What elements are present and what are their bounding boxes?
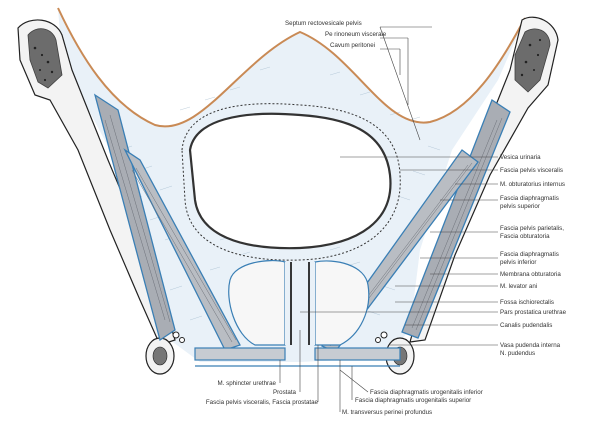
label-cavum-peritonei: Cavum peritonei (330, 42, 375, 49)
label-fascia-diaphragmatis-inf-2: pelvis inferior (500, 259, 536, 266)
label-m-levator-ani: M. levator ani (500, 283, 537, 290)
label-fascia-prostatae: Fascia pelvis visceralis, Fascia prostat… (206, 399, 319, 406)
label-fascia-urogenitalis-inferior: Fascia diaphragmatis urogenitalis inferi… (370, 389, 483, 396)
label-fascia-urogenitalis-superior: Fascia diaphragmatis urogenitalis superi… (355, 397, 471, 404)
label-fossa-ischiorectalis: Fossa ischiorectalis (500, 299, 554, 306)
label-septum-rectovesicale: Septum rectovesicale pelvis (285, 20, 362, 27)
label-membrana-obturatoria: Membrana obturatoria (500, 271, 561, 278)
label-fascia-diaphragmatis-inf-1: Fascia diaphragmatis (500, 251, 559, 258)
label-n-pudendus: N. pudendus (500, 350, 535, 357)
label-peritoneum-viscerale: Pe rinoneum viscerale (325, 31, 387, 38)
label-fascia-pelvis-visceralis: Fascia pelvis visceralis (500, 167, 563, 174)
label-prostata: Prostata (273, 389, 297, 396)
label-fascia-diaphragmatis-sup-1: Fascia diaphragmatis (500, 195, 559, 202)
label-vesica-urinaria: Vesica urinaria (500, 154, 541, 161)
label-pars-prostatica: Pars prostatica urethrae (500, 309, 567, 316)
label-m-obturatorius-internus: M. obturatorius internus (500, 181, 565, 188)
prostate (229, 261, 369, 345)
label-canalis-pudendalis: Canalis pudendalis (500, 322, 552, 329)
label-m-sphincter-urethrae: M. sphincter urethrae (218, 380, 277, 387)
label-m-transversus-perinei: M. transversus perinei profundus (342, 409, 432, 416)
label-vasa-pudenda: Vasa pudenda interna (500, 342, 561, 349)
label-fascia-obturatoria: Fascia obturatoria (500, 233, 550, 240)
label-fascia-pelvis-parietalis: Fascia pelvis parietalis, (500, 225, 564, 232)
label-fascia-diaphragmatis-sup-2: pelvis superior (500, 203, 540, 210)
